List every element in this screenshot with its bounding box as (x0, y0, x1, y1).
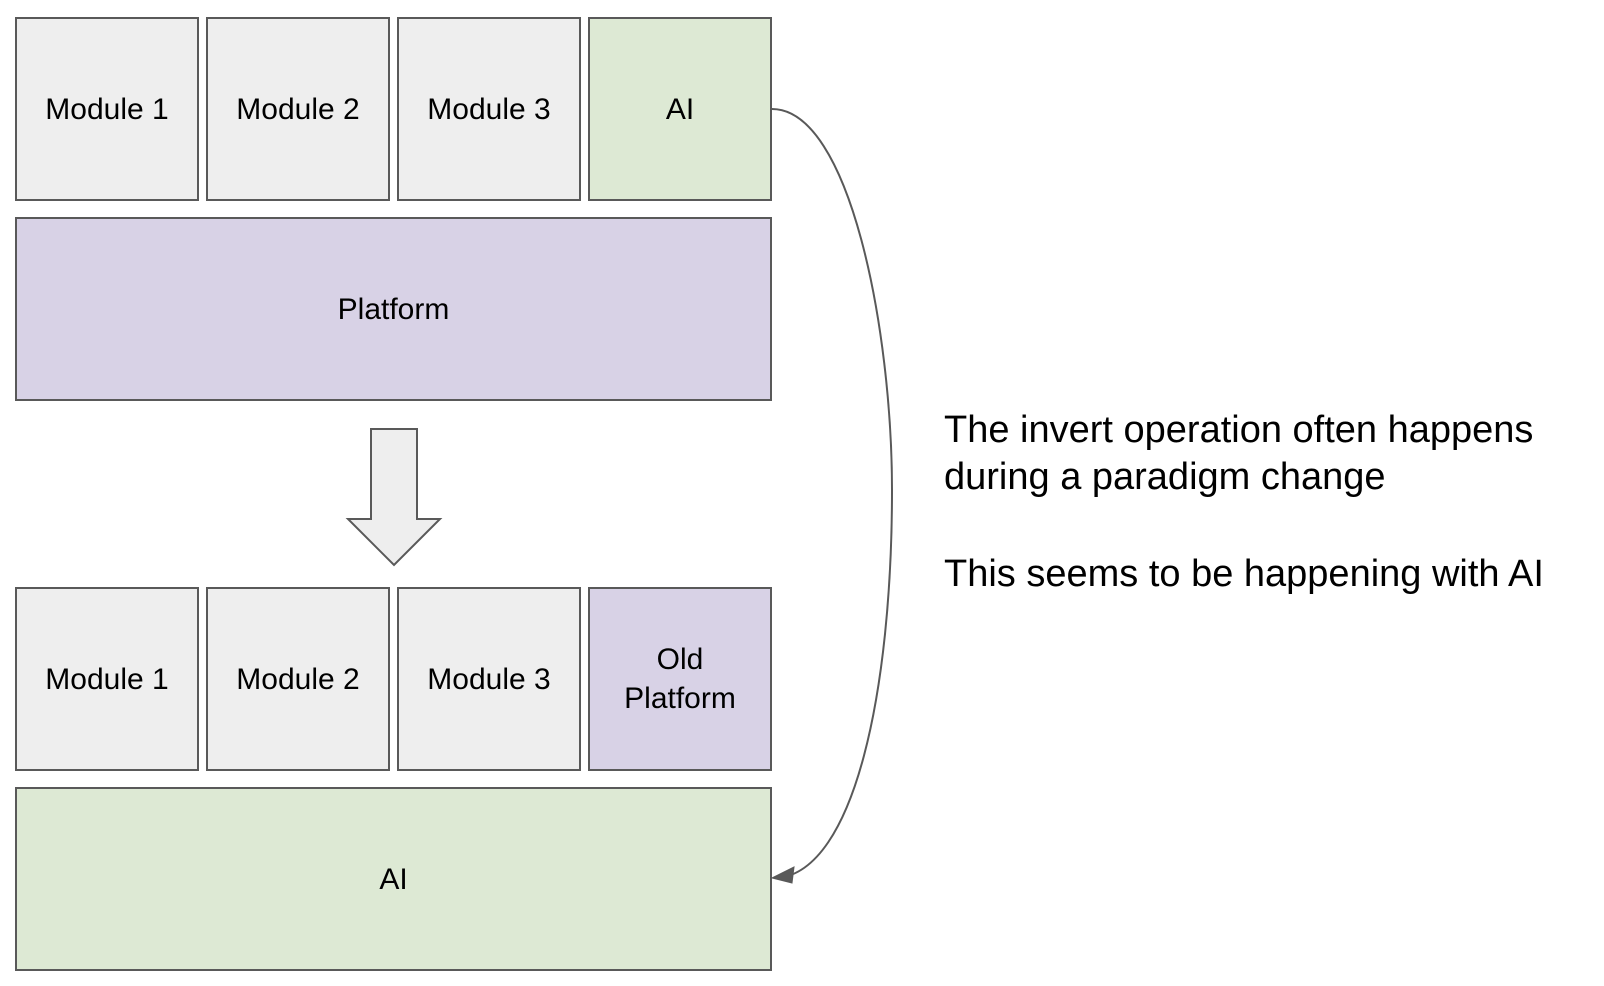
notes: The invert operation often happens durin… (944, 407, 1584, 598)
after-module-3: Module 3 (397, 587, 581, 771)
platform-label: Platform (337, 292, 450, 326)
module-label: Module 1 (45, 92, 169, 126)
before-platform: Platform (15, 217, 772, 401)
ai-label: AI (665, 92, 695, 126)
note-happening-with-ai: This seems to be happening with AI (944, 553, 1544, 595)
after-module-2: Module 2 (206, 587, 390, 771)
before-module-3: Module 3 (397, 17, 581, 201)
module-label: Module 3 (427, 662, 551, 696)
curved-connector-arrow (771, 108, 894, 879)
note-invert-operation: The invert operation often happens durin… (944, 409, 1534, 498)
module-label: Module 1 (45, 662, 169, 696)
after-module-1: Module 1 (15, 587, 199, 771)
arrowhead-icon (770, 866, 795, 884)
before-module-2: Module 2 (206, 17, 390, 201)
module-label: Module 2 (236, 92, 360, 126)
old-platform-label: Old Platform (624, 643, 736, 715)
down-arrow-icon (345, 428, 443, 567)
module-label: Module 3 (427, 92, 551, 126)
before-ai-block: AI (588, 17, 772, 201)
ai-label: AI (379, 862, 408, 896)
module-label: Module 2 (236, 662, 360, 696)
after-ai-base: AI (15, 787, 772, 971)
after-old-platform: Old Platform (588, 587, 772, 771)
before-module-1: Module 1 (15, 17, 199, 201)
